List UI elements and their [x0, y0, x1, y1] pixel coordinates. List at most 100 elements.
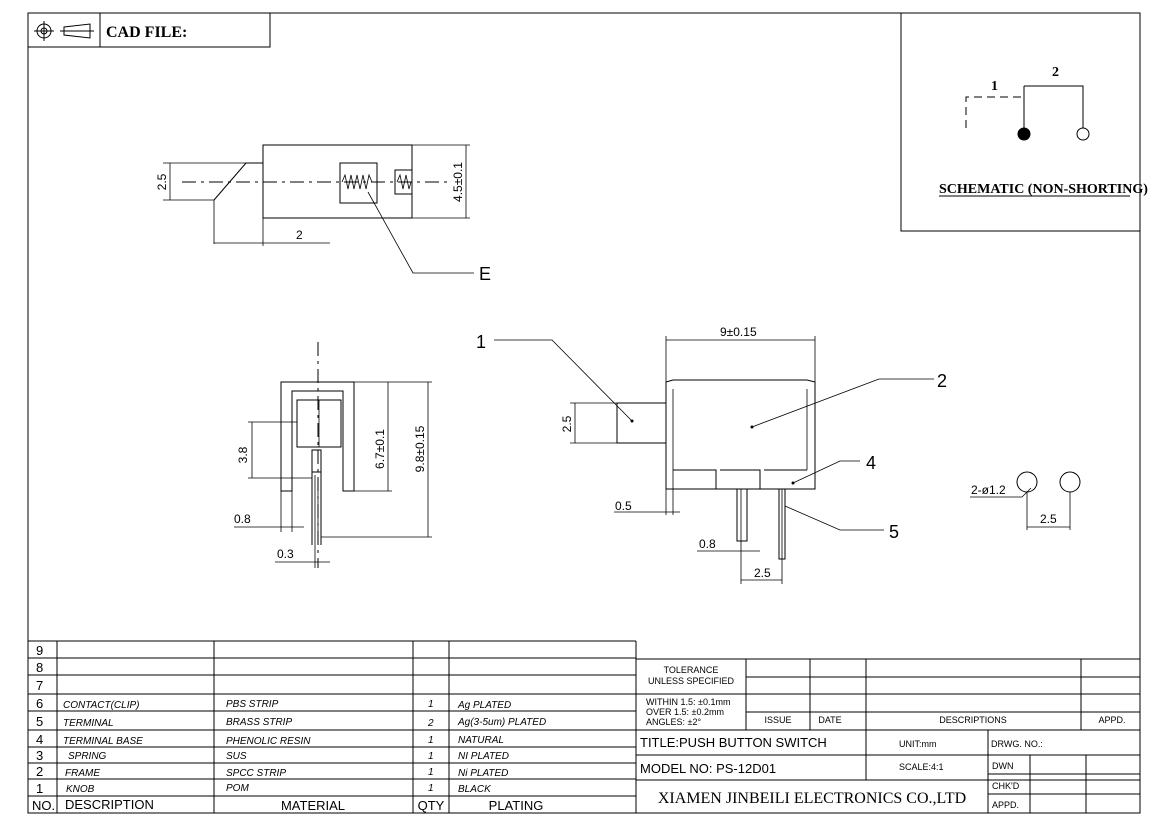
bom-row-plating: NI PLATED [458, 751, 509, 762]
bom-header-material: MATERIAL [281, 798, 345, 813]
dwn-label: DWN [992, 761, 1014, 771]
pcb-hole-1 [1016, 471, 1038, 493]
drawing-number-label: DRWG. NO.: [991, 739, 1043, 749]
bom-row-desc: TERMINAL [63, 718, 114, 729]
top-dim-body: 4.5±0.1 [451, 162, 465, 202]
appd-label: APPD. [992, 800, 1019, 810]
bom-row-desc: CONTACT(CLIP) [63, 700, 139, 711]
tolerance-over: OVER 1.5: ±0.2mm [646, 707, 724, 717]
bom-header-desc: DESCRIPTION [65, 797, 154, 812]
date-header: DATE [818, 715, 841, 725]
bom-row-no: 9 [36, 643, 43, 658]
callout-5: 5 [889, 522, 899, 542]
tolerance-within: WITHIN 1.5: ±0.1mm [646, 697, 730, 707]
callout-e: E [479, 264, 491, 284]
front-dim-total: 9.8±0.15 [413, 425, 427, 472]
side-dim-pin: 0.8 [699, 537, 716, 551]
bom-row: 1 KNOB POM 1 BLACK [36, 781, 492, 796]
appd-header: APPD. [1098, 715, 1125, 725]
spring-coil [341, 173, 373, 190]
pcb-hole-label: 2-ø1.2 [971, 483, 1006, 497]
bom-row-no: 4 [36, 732, 43, 747]
sheet-border [27, 12, 1141, 814]
schematic-pin-1: 1 [991, 79, 998, 94]
side-dim-width: 9±0.15 [720, 325, 757, 339]
contact-closed-dot [1017, 127, 1031, 141]
bom-header-qty: QTY [418, 798, 445, 813]
callout-2: 2 [937, 371, 947, 391]
projection-target-icon [34, 21, 54, 41]
bom-row: 5 TERMINAL BRASS STRIP 2 Ag(3-5um) PLATE… [36, 714, 546, 729]
top-dim-width: 2 [296, 228, 303, 242]
bom-row-no: 3 [36, 748, 43, 763]
bom-header-row: NO. DESCRIPTION MATERIAL QTY PLATING [32, 797, 543, 813]
schematic-caption: SCHEMATIC (NON-SHORTING) [939, 182, 1148, 197]
side-dim-knob: 2.5 [560, 415, 574, 432]
cad-file-label: CAD FILE: [106, 24, 187, 41]
pcb-hole-2 [1059, 471, 1081, 493]
callout-4: 4 [866, 453, 876, 473]
bom-row-material: POM [226, 783, 249, 794]
bom-row-material: SUS [226, 751, 247, 762]
model-number: MODEL NO: PS-12D01 [640, 761, 776, 776]
front-view: 3.8 6.7±0.1 9.8±0.15 0.8 0.3 [234, 342, 432, 568]
scale-label: SCALE:4:1 [899, 762, 944, 772]
bom-row-desc: SPRING [68, 751, 107, 762]
company-name: XIAMEN JINBEILI ELECTRONICS CO.,LTD [658, 790, 966, 807]
bom-header-plating: PLATING [489, 798, 544, 813]
front-dim-slot: 3.8 [236, 446, 250, 463]
bom-row-desc: KNOB [66, 784, 95, 795]
bom-table: 9 8 7 6 CONTACT(CLIP) PBS STRIP 1 Ag PLA… [28, 640, 637, 813]
side-dim-pitch: 2.5 [754, 566, 771, 580]
bom-row-material: SPCC STRIP [226, 768, 286, 779]
bom-row-material: PHENOLIC RESIN [226, 736, 311, 747]
cad-file-header: CAD FILE: [27, 12, 271, 48]
side-view: 9±0.15 2.5 0.5 0.8 2.5 1 2 4 5 [476, 325, 947, 584]
bom-row-qty: 1 [428, 699, 434, 710]
schematic-pin-2: 2 [1052, 65, 1059, 80]
front-dim-inner: 6.7±0.1 [373, 429, 387, 469]
contact-open-dot [1076, 127, 1090, 141]
unit-label: UNIT:mm [899, 739, 937, 749]
chkd-label: CHK'D [992, 781, 1020, 791]
pcb-layout: 2-ø1.2 2.5 [970, 471, 1081, 530]
bom-row-qty: 1 [428, 751, 434, 762]
issue-header: ISSUE [764, 715, 791, 725]
bom-row-qty: 2 [427, 718, 434, 729]
tolerance-sub-label: UNLESS SPECIFIED [648, 676, 735, 686]
bom-row-plating: Ni PLATED [458, 768, 508, 779]
top-view: 2.5 2 4.5±0.1 E [155, 144, 491, 284]
front-dim-pin-w: 0.8 [234, 512, 251, 526]
side-dim-offset: 0.5 [615, 499, 632, 513]
descriptions-header: DESCRIPTIONS [939, 715, 1007, 725]
bom-row-material: BRASS STRIP [226, 717, 292, 728]
bom-row: 2 FRAME SPCC STRIP 1 Ni PLATED [36, 764, 508, 779]
callout-1: 1 [476, 332, 486, 352]
bom-row-plating: NATURAL [458, 735, 504, 746]
bom-row-no: 1 [36, 781, 43, 796]
bom-row-no: 5 [36, 714, 43, 729]
top-dim-height: 2.5 [155, 173, 169, 190]
bom-row: 4 TERMINAL BASE PHENOLIC RESIN 1 NATURAL [36, 732, 504, 747]
pcb-pitch: 2.5 [1040, 512, 1057, 526]
bom-row-qty: 1 [428, 783, 434, 794]
bom-row: 6 CONTACT(CLIP) PBS STRIP 1 Ag PLATED [36, 696, 511, 711]
bom-row-plating: Ag PLATED [457, 700, 511, 711]
tolerance-angles: ANGLES: ±2° [646, 717, 701, 727]
title-label: TITLE:PUSH BUTTON SWITCH [640, 735, 827, 750]
bom-row-plating: Ag(3-5um) PLATED [457, 717, 546, 728]
front-dim-pin-t: 0.3 [277, 547, 294, 561]
schematic-panel: 1 2 SCHEMATIC (NON-SHORTING) [900, 13, 1148, 232]
cone-icon [60, 23, 94, 39]
bom-row-no: 2 [36, 764, 43, 779]
bom-row-desc: TERMINAL BASE [63, 736, 143, 747]
bom-row-plating: BLACK [458, 784, 492, 795]
bom-header-no: NO. [32, 798, 55, 813]
bom-row-qty: 1 [428, 767, 434, 778]
bom-row: 3 SPRING SUS 1 NI PLATED [36, 748, 509, 763]
title-block: TOLERANCE UNLESS SPECIFIED WITHIN 1.5: ±… [636, 658, 1140, 813]
bom-row-material: PBS STRIP [226, 699, 279, 710]
bom-row-no: 6 [36, 696, 43, 711]
bom-row-desc: FRAME [65, 768, 100, 779]
